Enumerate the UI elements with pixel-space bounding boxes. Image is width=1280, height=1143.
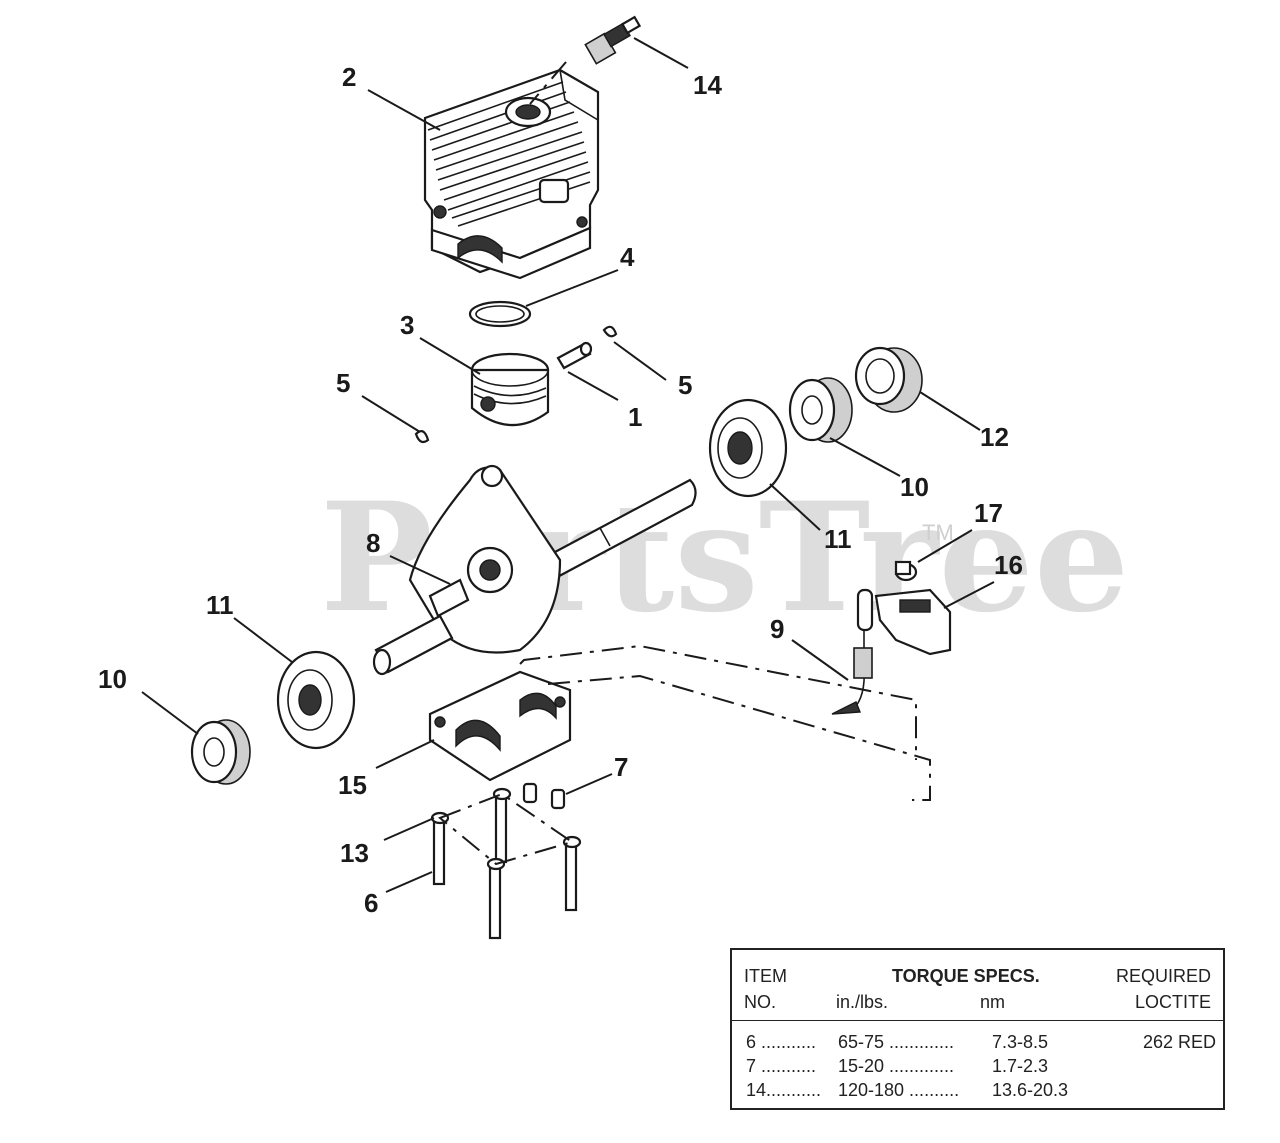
- callout-10-left: 10: [98, 664, 127, 694]
- callout-13: 13: [340, 838, 369, 868]
- table-divider: [732, 1020, 1223, 1021]
- callout-11-right: 11: [824, 524, 852, 554]
- callout-2: 2: [342, 62, 356, 92]
- row-nm: 1.7-2.3: [992, 1056, 1049, 1076]
- row-in-lbs: 15-20 .............: [838, 1056, 955, 1076]
- part-14-spark-plug: [584, 15, 642, 65]
- part-3-piston: [470, 352, 550, 427]
- callout-5-right: 5: [678, 370, 692, 400]
- part-4-piston-ring-inner: [475, 305, 525, 323]
- row-loctite: 262 RED: [1142, 1032, 1216, 1052]
- header-item-no: NO.: [744, 992, 777, 1012]
- header-in-lbs: in./lbs.: [836, 992, 889, 1012]
- assembly-lines: [438, 61, 931, 866]
- part-11-bearing-right: [708, 398, 788, 498]
- callout-8: 8: [366, 528, 380, 558]
- header-required: REQUIRED: [1115, 966, 1211, 986]
- callout-4: 4: [620, 242, 635, 272]
- part-15-crankcase: [428, 670, 572, 782]
- part-5-clip-right: [602, 325, 618, 338]
- part-6-bolts: [432, 796, 578, 940]
- callout-1: 1: [628, 402, 642, 432]
- callout-17: 17: [974, 498, 1003, 528]
- row-in-lbs: 65-75 .............: [838, 1032, 955, 1052]
- leader-lines: [141, 37, 995, 893]
- callout-3: 3: [400, 310, 414, 340]
- header-loctite: LOCTITE: [1134, 992, 1211, 1012]
- header-nm: nm: [980, 992, 1006, 1012]
- part-16-ignition-module: [874, 588, 952, 656]
- row-item: 6 ...........: [746, 1032, 817, 1052]
- part-2-cylinder: [423, 68, 600, 280]
- callout-12: 12: [980, 422, 1009, 452]
- row-nm: 7.3-8.5: [992, 1032, 1049, 1052]
- callout-14: 14: [693, 70, 722, 100]
- part-9-ignition-lead: [831, 588, 874, 715]
- part-7-screws: [522, 782, 566, 810]
- part-10-seal-left: [190, 719, 251, 785]
- callout-15: 15: [338, 770, 367, 800]
- part-10-seal-right: [788, 377, 853, 443]
- callout-5-left: 5: [336, 368, 350, 398]
- part-8-crankshaft: [372, 464, 697, 676]
- callout-11-left: 11: [206, 590, 234, 620]
- header-torque-specs: TORQUE SPECS.: [892, 966, 1040, 986]
- part-12-nut: [854, 346, 923, 413]
- part-1-wrist-pin: [556, 341, 593, 370]
- callout-16: 16: [994, 550, 1023, 580]
- callouts: 14 2 4 3 5 1 5 12 10 11 8 17 16 9 11 10 …: [98, 62, 1023, 918]
- table-row: 14........... 120-180 .......... 13.6-20…: [746, 1080, 1216, 1104]
- row-item: 7 ...........: [746, 1056, 817, 1076]
- header-item: ITEM: [744, 966, 787, 986]
- row-in-lbs: 120-180 ..........: [838, 1080, 960, 1100]
- table-row: 6 ........... 65-75 ............. 7.3-8.…: [746, 1032, 1216, 1056]
- callout-10-right: 10: [900, 472, 929, 502]
- callout-7: 7: [614, 752, 628, 782]
- watermark-trademark: TM: [922, 520, 954, 545]
- part-5-clip-left: [414, 430, 430, 444]
- torque-specs-table: ITEM NO. TORQUE SPECS. in./lbs. nm REQUI…: [730, 948, 1225, 1110]
- callout-6: 6: [364, 888, 378, 918]
- callout-9: 9: [770, 614, 784, 644]
- row-nm: 13.6-20.3: [992, 1080, 1069, 1100]
- table-row: 7 ........... 15-20 ............. 1.7-2.…: [746, 1056, 1216, 1080]
- part-11-bearing-left: [276, 650, 356, 750]
- row-item: 14...........: [746, 1080, 822, 1100]
- part-17-screw: [894, 560, 918, 582]
